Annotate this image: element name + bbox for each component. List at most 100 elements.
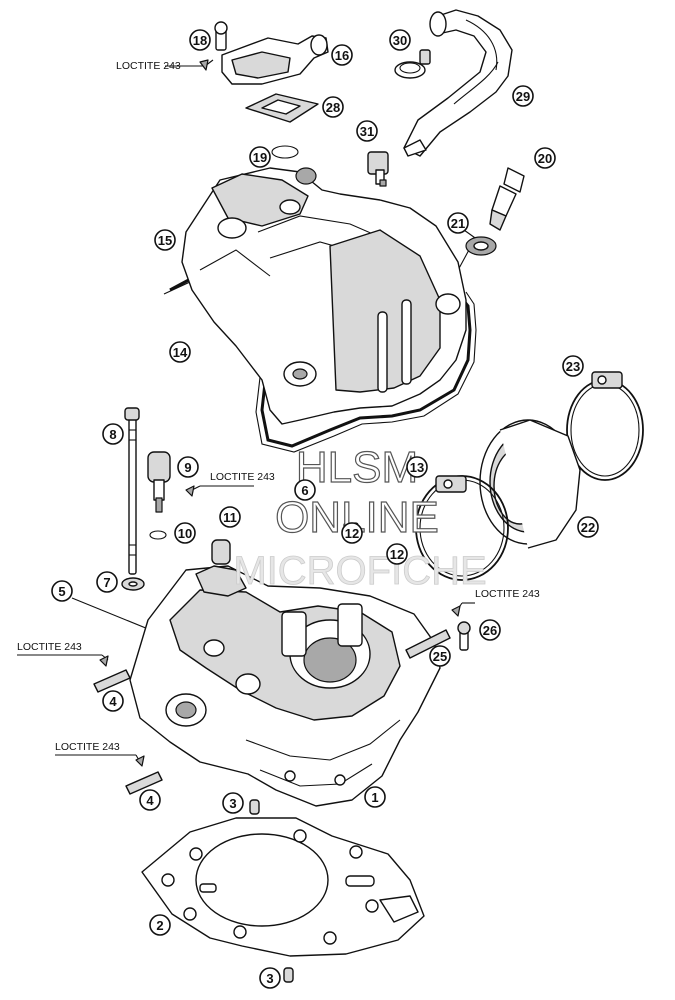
dowel-11: [211, 539, 231, 565]
callout-circle: [169, 341, 191, 363]
callout-number: 18: [193, 33, 207, 48]
callout-c20: 20: [534, 147, 556, 169]
callout-number: 7: [103, 575, 110, 590]
watermark-line3: MICROFICHE: [233, 549, 486, 593]
callout-circle: [406, 456, 428, 478]
callout-circle: [364, 786, 386, 808]
callout-number: 28: [326, 100, 340, 115]
callout-circle: [149, 914, 171, 936]
callout-c29: 29: [512, 85, 534, 107]
callout-circle: [356, 120, 378, 142]
callout-c5: 5: [51, 580, 73, 602]
callout-number: 3: [266, 971, 273, 986]
callout-c28: 28: [322, 96, 344, 118]
callout-circle: [154, 229, 176, 251]
valve-cover-15: [181, 167, 467, 425]
callout-circle: [479, 619, 501, 641]
stud-25: [405, 629, 451, 659]
head-gasket-2: [141, 817, 425, 957]
callout-number: 9: [184, 460, 191, 475]
callout-circle: [534, 147, 556, 169]
callout-c21: 21: [447, 212, 469, 234]
callout-circle: [96, 571, 118, 593]
temp-sensor-9: [147, 451, 195, 513]
callout-c10: 10: [174, 522, 196, 544]
dowel-3a: [249, 799, 260, 815]
callout-number: 29: [516, 89, 530, 104]
callout-circle: [259, 967, 281, 989]
intake-clamp-13: [415, 475, 509, 581]
callout-number: 16: [335, 48, 349, 63]
callout-circle: [177, 456, 199, 478]
callout-circle: [174, 522, 196, 544]
washer-7: [121, 577, 145, 591]
callout-number: 25: [433, 649, 447, 664]
hose-29: [403, 9, 513, 157]
watermark: MICROFICHE HLSM ONLINE: [233, 442, 487, 593]
callout-c23: 23: [562, 355, 584, 377]
thermostat-housing: [199, 21, 329, 85]
callout-number: 5: [58, 584, 65, 599]
cylinder-head-1: [129, 565, 441, 807]
callout-number: 12: [390, 547, 404, 562]
callout-circle: [189, 29, 211, 51]
callout-circle: [139, 789, 161, 811]
callout-c19: 19: [249, 146, 271, 168]
callout-c16: 16: [331, 44, 353, 66]
callout-number: 4: [109, 694, 117, 709]
bolt-20: [489, 167, 525, 231]
callout-circle: [562, 355, 584, 377]
watermark-line1: HLSM: [296, 443, 418, 492]
callout-c18: 18: [189, 29, 211, 51]
callout-circle: [222, 792, 244, 814]
loctite-label: LOCTITE 243: [17, 641, 82, 653]
callout-number: 6: [301, 483, 308, 498]
callout-number: 3: [229, 796, 236, 811]
callout-c9: 9: [177, 456, 199, 478]
stud-4a: [93, 655, 131, 693]
callout-c12b: 12: [386, 543, 408, 565]
callout-c30: 30: [389, 29, 411, 51]
loctite-label: LOCTITE 243: [116, 60, 181, 72]
sensor-31: [367, 151, 389, 187]
callout-circle: [386, 543, 408, 565]
callout-number: 23: [566, 359, 580, 374]
callout-c4a: 4: [102, 690, 124, 712]
callout-c3b: 3: [259, 967, 281, 989]
gasket-28: [245, 93, 319, 159]
callout-number: 1: [371, 790, 378, 805]
callout-number: 2: [156, 918, 163, 933]
callout-number: 10: [178, 526, 192, 541]
callout-number: 30: [393, 33, 407, 48]
callout-circle: [102, 423, 124, 445]
hose-clamp-30: [394, 49, 431, 79]
callout-c4b: 4: [139, 789, 161, 811]
callout-c2: 2: [149, 914, 171, 936]
o-ring-10: [149, 530, 167, 540]
callout-number: 20: [538, 151, 552, 166]
callout-number: 31: [360, 124, 374, 139]
callout-number: 26: [483, 623, 497, 638]
intake-manifold-22: [479, 419, 581, 549]
screw-26: [451, 605, 471, 651]
washer-21: [465, 236, 497, 256]
callout-number: 15: [158, 233, 172, 248]
callout-circle: [331, 44, 353, 66]
callout-c12a: 12: [341, 522, 363, 544]
callout-c11: 11: [219, 506, 241, 528]
dowel-3b: [283, 967, 294, 983]
callout-circle: [294, 479, 316, 501]
callout-c7: 7: [96, 571, 118, 593]
callout-circle: [219, 506, 241, 528]
callout-circle: [447, 212, 469, 234]
callout-circle: [512, 85, 534, 107]
callout-c3a: 3: [222, 792, 244, 814]
callout-c13: 13: [406, 456, 428, 478]
callout-circle: [102, 690, 124, 712]
intake-clamp-23: [566, 371, 644, 481]
callout-circle: [429, 645, 451, 667]
callout-c6: 6: [294, 479, 316, 501]
